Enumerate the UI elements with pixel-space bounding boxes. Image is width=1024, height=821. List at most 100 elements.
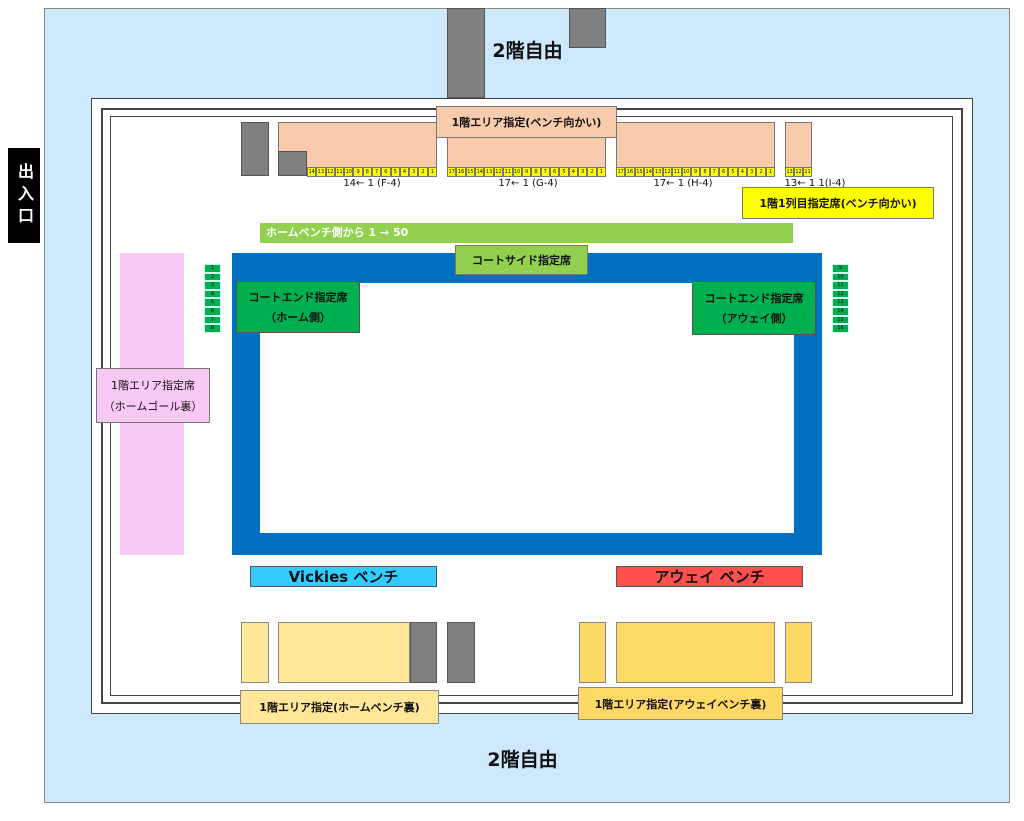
seat-number: 13 bbox=[316, 167, 326, 177]
seat-number: 1 bbox=[765, 167, 776, 177]
block-g-range: 17← 1 (G-4) bbox=[498, 178, 558, 189]
court-end-away-line2: （アウェイ側） bbox=[715, 312, 793, 325]
seat-number: 17 bbox=[616, 167, 626, 177]
seat-number: 4 bbox=[204, 289, 221, 299]
seat-number: 5 bbox=[204, 298, 221, 307]
seat-block-home-back[interactable] bbox=[241, 622, 269, 683]
courtside-label: コートサイド指定席 bbox=[455, 245, 588, 275]
seat-number: 17 bbox=[447, 167, 457, 177]
seat-number: 13 bbox=[832, 298, 849, 307]
seat-number: 7 bbox=[540, 167, 550, 177]
seat-number: 4 bbox=[737, 167, 748, 177]
seat-number: 10 bbox=[681, 167, 691, 177]
seat-number: 16 bbox=[625, 167, 635, 177]
seat-number: 15 bbox=[465, 167, 476, 177]
court-end-away[interactable]: コートエンド指定席 （アウェイ側） bbox=[692, 281, 816, 335]
court-end-home-line2: （ホーム側） bbox=[265, 311, 331, 324]
front-row-label: 1階1列目指定席(ベンチ向かい) bbox=[742, 187, 934, 219]
goal-area-line1: 1階エリア指定席 bbox=[111, 379, 195, 392]
seat-block-home-back[interactable] bbox=[278, 622, 410, 683]
seat-number: 10 bbox=[832, 272, 849, 282]
seat-block-away-back[interactable] bbox=[785, 622, 812, 683]
pillar bbox=[447, 8, 485, 98]
seat-number: 11 bbox=[672, 167, 682, 177]
seat-number: 13 bbox=[653, 167, 663, 177]
seat-number: 7 bbox=[709, 167, 719, 177]
block-i-range: 13← 1 1(I-4) bbox=[784, 178, 846, 189]
goal-area-line2: （ホームゴール裏） bbox=[103, 400, 203, 413]
seat-number: 15 bbox=[832, 315, 849, 325]
courtside-row[interactable]: ホームベンチ側から 1 → 50 bbox=[260, 223, 793, 243]
seat-number: 2 bbox=[587, 167, 597, 177]
block-f-range: 14← 1 (F-4) bbox=[343, 178, 401, 189]
seat-number: 11 bbox=[803, 167, 812, 177]
seat-number: 6 bbox=[381, 167, 391, 177]
pillar bbox=[241, 122, 269, 176]
seat-number: 11 bbox=[503, 167, 513, 177]
seat-number: 16 bbox=[456, 167, 466, 177]
seat-number: 14 bbox=[475, 167, 485, 177]
seat-number: 8 bbox=[700, 167, 710, 177]
seat-number: 7 bbox=[204, 315, 221, 325]
away-back-label: 1階エリア指定(アウェイベンチ裏) bbox=[578, 687, 783, 720]
seat-number: 7 bbox=[371, 167, 382, 177]
court-end-home[interactable]: コートエンド指定席 （ホーム側） bbox=[236, 281, 360, 333]
seat-number: 12 bbox=[794, 167, 803, 177]
seat-number: 9 bbox=[690, 167, 701, 177]
seat-number: 12 bbox=[493, 167, 504, 177]
seat-number: 16 bbox=[832, 324, 849, 333]
seat-number: 1 bbox=[596, 167, 607, 177]
seat-number: 13 bbox=[484, 167, 494, 177]
away-bench: アウェイ ベンチ bbox=[616, 566, 803, 587]
seat-number: 4 bbox=[568, 167, 579, 177]
seat-number: 8 bbox=[531, 167, 541, 177]
seat-number: 8 bbox=[362, 167, 372, 177]
seat-number: 4 bbox=[399, 167, 410, 177]
seat-number: 5 bbox=[390, 167, 400, 177]
home-bench: Vickies ベンチ bbox=[250, 566, 437, 587]
seat-number: 6 bbox=[549, 167, 560, 177]
seat-number: 2 bbox=[418, 167, 428, 177]
court-end-home-line1: コートエンド指定席 bbox=[248, 291, 348, 304]
court-end-away-line1: コートエンド指定席 bbox=[704, 292, 804, 305]
home-back-label: 1階エリア指定(ホームベンチ裏) bbox=[240, 690, 439, 724]
seat-number: 2 bbox=[204, 272, 221, 282]
free-2f-bottom-label: 2階自由 bbox=[487, 748, 558, 771]
seat-number: 5 bbox=[559, 167, 569, 177]
seat-number: 5 bbox=[728, 167, 738, 177]
seat-number: 1 bbox=[427, 167, 437, 177]
seat-block-away-back[interactable] bbox=[616, 622, 775, 683]
seat-number: 3 bbox=[409, 167, 419, 177]
free-2f-top-label: 2階自由 bbox=[492, 39, 563, 62]
seat-number: 10 bbox=[512, 167, 522, 177]
seat-number: 1 bbox=[204, 264, 221, 273]
seat-number: 11 bbox=[832, 281, 849, 290]
seat-number: 12 bbox=[662, 167, 673, 177]
seat-number: 10 bbox=[344, 167, 354, 177]
seat-number: 13 bbox=[785, 167, 794, 177]
seat-number: 9 bbox=[832, 264, 849, 273]
pillar bbox=[410, 622, 437, 683]
block-h-range: 17← 1 (H-4) bbox=[653, 178, 713, 189]
pillar bbox=[278, 151, 307, 176]
entrance: 出入口 bbox=[8, 148, 40, 243]
seat-number: 15 bbox=[634, 167, 645, 177]
pillar bbox=[447, 622, 475, 683]
seat-number: 6 bbox=[204, 306, 221, 316]
seat-number: 14 bbox=[832, 306, 849, 316]
seat-block-away-back[interactable] bbox=[579, 622, 606, 683]
seat-number: 11 bbox=[334, 167, 345, 177]
seat-number: 9 bbox=[521, 167, 532, 177]
seat-number: 6 bbox=[718, 167, 729, 177]
seat-number: 9 bbox=[353, 167, 363, 177]
seat-number: 12 bbox=[832, 289, 849, 299]
seat-number: 8 bbox=[204, 324, 221, 333]
seat-number: 2 bbox=[756, 167, 766, 177]
seat-number: 3 bbox=[204, 281, 221, 290]
